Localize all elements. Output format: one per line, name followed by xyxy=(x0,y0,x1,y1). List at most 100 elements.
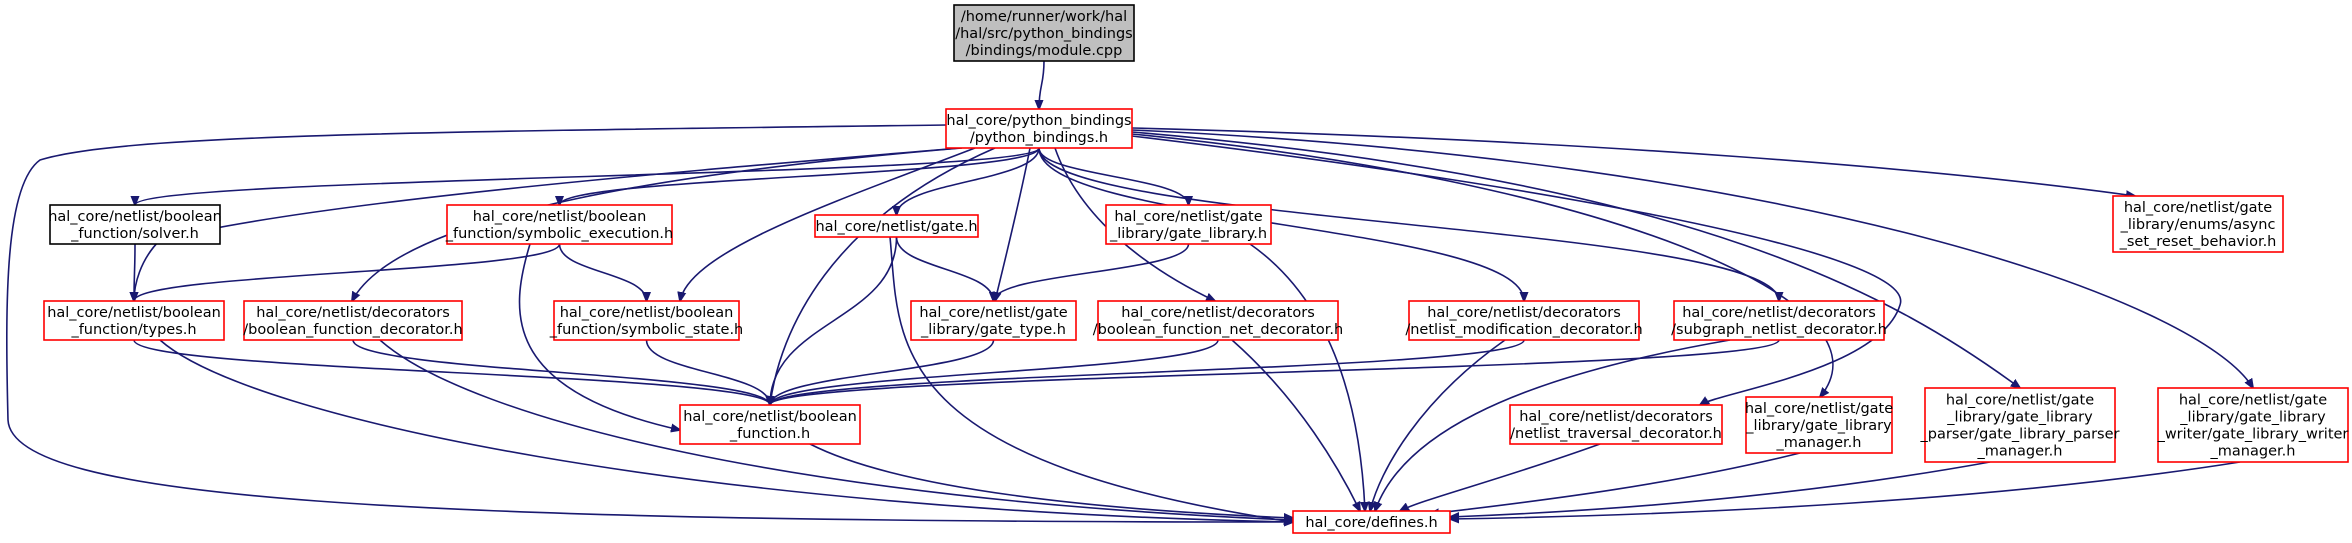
node-box xyxy=(2112,195,2284,253)
edge-gate-library-manager-to-defines xyxy=(1430,452,1801,514)
node-label-line: hal_core/netlist/gate xyxy=(2179,393,2327,409)
node-label-line: _set_reset_behavior.h xyxy=(2119,234,2277,250)
node-solver[interactable]: hal_core/netlist/boolean_function/solver… xyxy=(48,204,222,245)
node-gate-library-manager[interactable]: hal_core/netlist/gate_library/gate_libra… xyxy=(1745,396,1893,454)
node-label-line: _library/gate_type.h xyxy=(920,322,1066,338)
node-gate-type[interactable]: hal_core/netlist/gate_library/gate_type.… xyxy=(910,300,1077,341)
edge-subgraph-decorator-to-boolean-function xyxy=(770,339,1780,405)
node-label-line: hal_core/netlist/decorators xyxy=(1427,305,1621,321)
edge-bf-net-decorator-to-defines xyxy=(1231,339,1360,511)
node-symbolic-state[interactable]: hal_core/netlist/boolean_function/symbol… xyxy=(549,300,744,341)
node-symbolic-execution[interactable]: hal_core/netlist/boolean_function/symbol… xyxy=(445,204,673,245)
node-label-line: hal_core/netlist/decorators xyxy=(1682,305,1876,321)
edge-gate-to-boolean-function xyxy=(770,236,898,405)
node-box xyxy=(1097,300,1339,341)
edge-python-bindings-to-gate-type xyxy=(995,147,1031,301)
node-types[interactable]: hal_core/netlist/boolean_function/types.… xyxy=(43,300,225,341)
node-python-bindings[interactable]: hal_core/python_bindings/python_bindings… xyxy=(945,108,1133,149)
node-async-set-reset[interactable]: hal_core/netlist/gate_library/enums/asyn… xyxy=(2112,195,2284,253)
node-bf-decorator[interactable]: hal_core/netlist/decorators/boolean_func… xyxy=(243,300,463,341)
node-box xyxy=(679,404,861,445)
node-label-line: /boolean_function_decorator.h xyxy=(243,322,462,338)
node-label-line: hal_core/netlist/boolean xyxy=(560,305,734,321)
edge-python-bindings-to-defines xyxy=(5,124,1293,522)
node-label-line: _function/types.h xyxy=(70,322,196,338)
edge-python-bindings-to-subgraph-decorator xyxy=(1038,147,1779,301)
node-box xyxy=(1408,300,1640,341)
node-label-line: _manager.h xyxy=(1977,444,2063,460)
edge-python-bindings-to-parser-manager xyxy=(1131,131,2020,388)
node-subgraph-decorator[interactable]: hal_core/netlist/decorators/subgraph_net… xyxy=(1671,300,1887,341)
node-label-line: _parser/gate_library_parser xyxy=(1920,427,2120,443)
edge-boolean-function-to-defines xyxy=(809,443,1293,518)
edge-python-bindings-to-solver xyxy=(135,147,1040,205)
edge-types-to-defines xyxy=(159,339,1293,522)
edge-gate-to-gate-type xyxy=(895,236,994,301)
node-label-line: hal_core/netlist/gate xyxy=(1946,393,2094,409)
node-writer-manager[interactable]: hal_core/netlist/gate_library/gate_libra… xyxy=(2157,387,2349,463)
edge-symbolic-execution-to-boolean-function xyxy=(518,243,680,430)
edge-gate-type-to-boolean-function xyxy=(770,339,995,405)
edge-bf-decorator-to-boolean-function xyxy=(352,339,770,405)
node-traversal-decorator[interactable]: hal_core/netlist/decorators/netlist_trav… xyxy=(1509,404,1723,445)
edge-python-bindings-to-async-set-reset xyxy=(1131,127,2135,196)
node-parser-manager[interactable]: hal_core/netlist/gate_library/gate_libra… xyxy=(1920,387,2120,463)
edge-types-to-boolean-function xyxy=(133,339,770,405)
edge-bf-net-decorator-to-boolean-function xyxy=(770,339,1219,405)
node-label-line: _library/gate_library.h xyxy=(1109,226,1267,242)
node-bf-net-decorator[interactable]: hal_core/netlist/decorators/boolean_func… xyxy=(1093,300,1343,341)
node-label-line: hal_core/netlist/boolean xyxy=(683,409,857,425)
node-box xyxy=(1105,204,1272,245)
node-label-line: /python_bindings.h xyxy=(970,130,1108,146)
edge-python-bindings-to-symbolic-state xyxy=(680,147,976,301)
edge-symbolic-state-to-boolean-function xyxy=(645,339,771,405)
edge-python-bindings-to-gate-library xyxy=(1038,147,1189,205)
edge-netlist-mod-decorator-to-defines xyxy=(1370,339,1506,511)
edge-traversal-decorator-to-defines xyxy=(1400,443,1601,511)
node-label-line: _library/gate_library xyxy=(2179,410,2326,426)
node-label-line: /netlist_modification_decorator.h xyxy=(1405,322,1642,338)
node-label-line: _function.h xyxy=(729,426,810,442)
node-box xyxy=(1673,300,1885,341)
node-box xyxy=(446,204,673,245)
node-label-line: _library/gate_library xyxy=(1946,410,2093,426)
edge-python-bindings-to-netlist-mod-decorator xyxy=(1038,147,1524,301)
node-label-line: /netlist_traversal_decorator.h xyxy=(1510,426,1722,442)
edge-module-to-python-bindings xyxy=(1039,60,1045,109)
node-defines[interactable]: hal_core/defines.h xyxy=(1292,510,1451,534)
node-label-line: hal_core/netlist/decorators xyxy=(1519,409,1713,425)
node-label-line: /boolean_function_net_decorator.h xyxy=(1093,322,1343,338)
node-gate-library[interactable]: hal_core/netlist/gate_library/gate_libra… xyxy=(1105,204,1272,245)
node-box xyxy=(1924,387,2116,463)
edge-parser-manager-to-defines xyxy=(1450,461,1991,517)
node-label-line: hal_core/netlist/gate xyxy=(1114,209,1262,225)
edge-python-bindings-to-symbolic-execution xyxy=(560,147,1040,205)
node-label-line: hal_core/netlist/gate xyxy=(1745,401,1893,417)
node-label-line: _function/symbolic_execution.h xyxy=(445,226,673,242)
edge-gate-library-to-defines xyxy=(1249,243,1365,511)
node-boolean-function[interactable]: hal_core/netlist/boolean_function.h xyxy=(679,404,861,445)
edge-writer-manager-to-defines xyxy=(1450,461,2241,519)
edge-python-bindings-to-writer-manager xyxy=(1131,129,2253,388)
node-box xyxy=(553,300,740,341)
node-gate[interactable]: hal_core/netlist/gate.h xyxy=(814,214,979,238)
edge-python-bindings-to-gate-library-manager xyxy=(1131,133,1834,397)
node-box xyxy=(1745,396,1893,454)
node-label-line: hal_core/defines.h xyxy=(1305,515,1437,531)
edge-symbolic-execution-to-types xyxy=(134,243,561,301)
node-label-line: hal_core/netlist/decorators xyxy=(256,305,450,321)
node-label-line: hal_core/python_bindings xyxy=(946,113,1131,129)
node-label-line: /subgraph_netlist_decorator.h xyxy=(1671,322,1887,338)
node-label-line: /home/runner/work/hal xyxy=(961,9,1127,25)
node-label-line: _library/enums/async xyxy=(2120,217,2276,233)
edge-python-bindings-to-gate xyxy=(897,147,1040,215)
node-label-line: _function/symbolic_state.h xyxy=(549,322,744,338)
node-box xyxy=(2157,387,2349,463)
node-label-line: /bindings/module.cpp xyxy=(966,43,1123,59)
edge-gate-library-to-gate-type xyxy=(994,243,1190,301)
edge-python-bindings-to-types xyxy=(134,147,961,301)
edge-symbolic-execution-to-symbolic-state xyxy=(558,243,647,301)
node-netlist-mod-decorator[interactable]: hal_core/netlist/decorators/netlist_modi… xyxy=(1405,300,1643,341)
edge-netlist-mod-decorator-to-boolean-function xyxy=(770,339,1525,405)
